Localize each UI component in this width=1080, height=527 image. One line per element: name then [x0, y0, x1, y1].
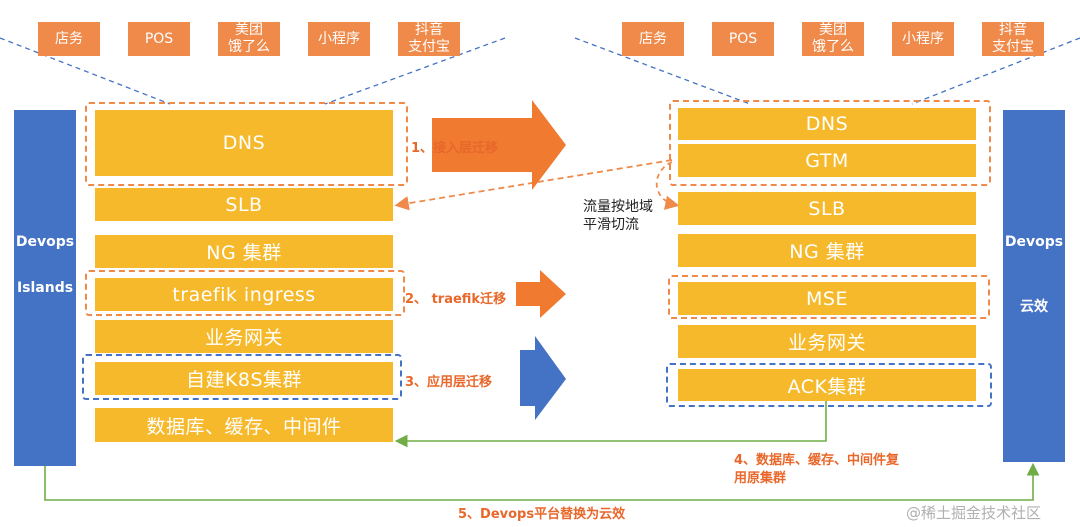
access-layer-dashbox-right	[669, 100, 991, 186]
slb-layer-left: SLB	[95, 188, 393, 221]
mse-layer: MSE	[678, 282, 976, 315]
dns-layer-left: DNS	[95, 110, 393, 176]
funnel-line-right-b	[911, 37, 1080, 105]
channel-douyin-right: 抖音 支付宝	[982, 22, 1044, 56]
channel-store-right: 店务	[622, 22, 684, 56]
traffic-note-line2: 平滑切流	[583, 217, 639, 233]
devops-yunxiao-bar: Devops 云效	[1003, 110, 1065, 462]
islands-label: Islands	[16, 280, 74, 296]
gtm-layer: GTM	[678, 144, 976, 177]
mse-dashbox	[668, 275, 990, 319]
devops-label-right: Devops	[1004, 234, 1064, 250]
channel-pos-right: POS	[712, 22, 774, 56]
gtm-to-left-slb-arrow	[394, 159, 673, 211]
step-4-label-line2: 用原集群	[734, 471, 787, 486]
traffic-note-line1: 流量按地域	[583, 199, 653, 215]
watermark: @稀土掘金技术社区	[906, 504, 1042, 522]
ng-layer-right: NG 集群	[678, 234, 976, 267]
channel-miniprogram-right: 小程序	[892, 22, 954, 56]
funnel-line-right-a	[574, 37, 751, 105]
step-2-label: 2、 traefik迁移	[405, 292, 507, 307]
step-4-label-line1: 4、数据库、缓存、中间件复	[734, 453, 900, 468]
traefik-dashbox	[85, 270, 405, 316]
migrate-arrow-3	[520, 336, 566, 420]
app-layer-dashbox-left	[82, 354, 402, 400]
channel-meituan-left: 美团 饿了么	[218, 22, 280, 56]
step-3-label: 3、应用层迁移	[405, 375, 493, 390]
db-layer-left: 数据库、缓存、中间件	[95, 408, 393, 442]
app-layer-dashbox-right	[666, 363, 992, 407]
reuse-cluster-line	[394, 398, 827, 448]
channel-store-left: 店务	[38, 22, 100, 56]
access-layer-dashbox-left	[85, 102, 408, 186]
channel-douyin-left: 抖音 支付宝	[398, 22, 460, 56]
migrate-arrow-1	[432, 100, 566, 190]
migrate-arrow-2	[516, 270, 566, 318]
channel-miniprogram-left: 小程序	[308, 22, 370, 56]
slb-layer-right: SLB	[678, 192, 976, 225]
gateway-layer-right: 业务网关	[678, 325, 976, 358]
funnel-line-left-b	[324, 37, 506, 105]
gtm-to-right-slb-arrow	[655, 161, 680, 210]
ng-layer-left: NG 集群	[95, 235, 393, 268]
funnel-line-left-a	[0, 37, 171, 105]
gateway-layer-left: 业务网关	[95, 320, 393, 353]
step-5-label: 5、Devops平台替换为云效	[458, 507, 626, 522]
channel-pos-left: POS	[128, 22, 190, 56]
ack-layer: ACK集群	[678, 369, 976, 401]
channel-meituan-right: 美团 饿了么	[802, 22, 864, 56]
devops-replace-line	[44, 462, 1040, 501]
yunxiao-label: 云效	[1020, 299, 1048, 315]
devops-label-left: Devops	[15, 234, 75, 250]
k8s-layer: 自建K8S集群	[95, 362, 393, 395]
traefik-layer: traefik ingress	[95, 278, 393, 311]
dns-layer-right: DNS	[678, 108, 976, 140]
step-1-label: 1、接入层迁移	[411, 141, 499, 156]
devops-islands-bar: Devops Islands	[14, 110, 76, 466]
